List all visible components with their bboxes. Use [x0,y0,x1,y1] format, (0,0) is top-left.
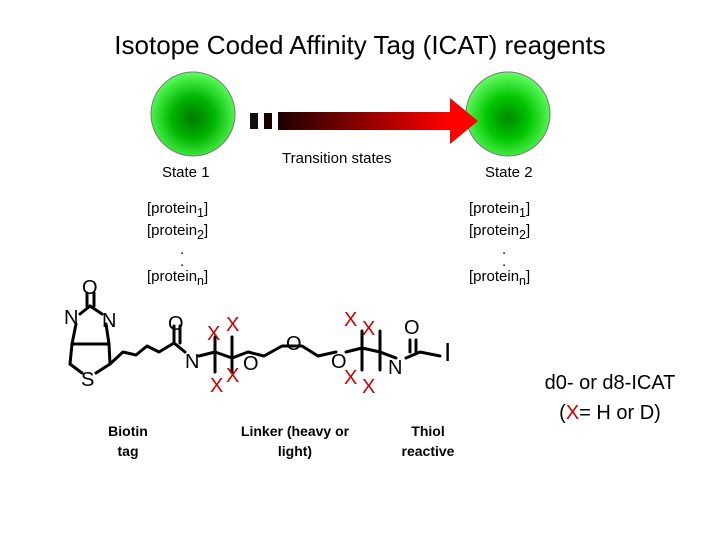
atom-x-label: X [362,318,375,340]
atom-o: O [168,313,184,335]
caption-line: Thiol [411,423,445,439]
atom-o: O [331,351,347,373]
ellipsis-dot: . [502,253,507,270]
caption-line: tag [117,443,139,459]
transition-arrow [250,98,478,144]
protein-entry: [proteinn] [469,268,531,288]
atom-o: O [82,277,98,299]
protein-entry: [protein1] [469,200,531,220]
caption-line: light) [277,443,313,459]
ellipsis-dot: . [180,253,185,270]
atom-n: N [102,310,116,332]
atom-n: N [185,351,199,373]
state1-protein-list: [protein1] [protein2] . . [proteinn] [147,200,208,290]
caption-line: Biotin [108,423,148,439]
atom-o: O [243,353,259,375]
state2-label: State 2 [485,164,533,181]
product-name: d0- or d8-ICAT [544,372,676,394]
atom-n: N [64,307,78,329]
biotin-caption: Biotin tag [98,421,158,461]
atom-x-label: X [226,365,239,387]
ellipsis-dot: . [502,241,507,258]
caption-line: Linker (heavy or [240,423,350,439]
isotope-legend: (X= H or D) [559,402,661,424]
state1-label: State 1 [162,164,210,181]
atom-x-label: X [362,376,375,398]
protein-entry: [protein2] [147,222,209,242]
atom-x-label: X [207,323,220,345]
atom-x-label: X [226,314,239,336]
atom-x-label: X [344,309,357,331]
atom-x-label: X [344,367,357,389]
icat-molecule-bonds [68,291,442,375]
product-label: d0- or d8-ICAT (X= H or D) [505,368,715,428]
state2-protein-list: [protein1] [protein2] . . [proteinn] [469,200,530,290]
atom-n: N [388,357,402,379]
state1-sphere [150,71,236,157]
thiol-caption: Thiol reactive [390,421,466,461]
ellipsis-dot: . [180,241,185,258]
caption-line: reactive [401,443,455,459]
atom-s: S [81,369,94,391]
atom-x-label: X [210,375,223,397]
protein-entry: [protein2] [469,222,531,242]
transition-label: Transition states [282,150,392,167]
protein-entry: [proteinn] [147,268,209,288]
atom-iodine: I [444,337,451,367]
atom-o: O [286,333,302,355]
page-title: Isotope Coded Affinity Tag (ICAT) reagen… [114,30,606,60]
linker-caption: Linker (heavy or light) [220,421,370,461]
protein-entry: [protein1] [147,200,209,220]
atom-o: O [404,317,420,339]
